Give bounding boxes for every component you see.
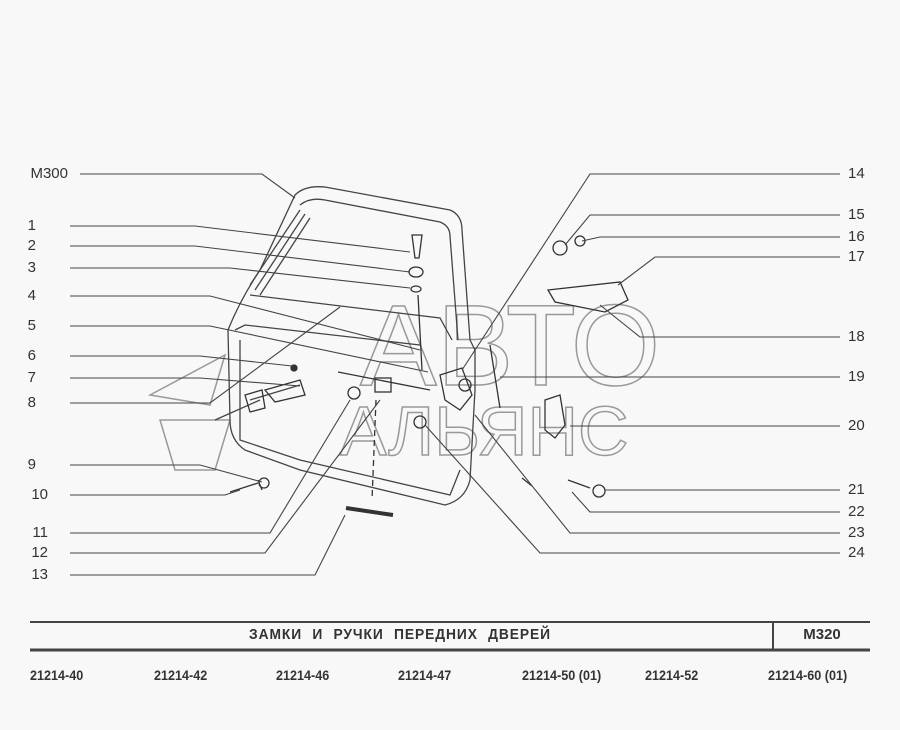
- model-code: 21214-46: [276, 667, 330, 683]
- callout-14: 14: [848, 165, 865, 182]
- diagram-title: ЗАМКИ И РУЧКИ ПЕРЕДНИХ ДВЕРЕЙ: [249, 626, 551, 643]
- parts: [229, 234, 629, 517]
- model-code: 21214-52: [645, 667, 699, 683]
- callout-15: 15: [848, 206, 865, 223]
- callout-11: 11: [32, 524, 48, 541]
- door-panel: [214, 186, 476, 506]
- callout-19: 19: [848, 368, 865, 385]
- callout-9: 9: [27, 456, 36, 473]
- callout-17: 17: [848, 248, 865, 265]
- diagram-code: M320: [803, 626, 841, 643]
- model-code: 21214-42: [154, 667, 208, 683]
- callout-3: 3: [27, 259, 36, 276]
- callout-m300: M300: [30, 165, 68, 182]
- model-code: 21214-50 (01): [522, 667, 602, 683]
- watermark-logo: АВТО АЛЬЯНС: [147, 281, 661, 471]
- callout-12: 12: [31, 544, 48, 561]
- callout-13: 13: [31, 566, 48, 583]
- callout-8: 8: [27, 394, 36, 411]
- model-code: 21214-47: [398, 667, 452, 683]
- callout-23: 23: [848, 524, 865, 541]
- callout-2: 2: [27, 237, 36, 254]
- callout-10: 10: [31, 486, 48, 503]
- svg-text:АВТО: АВТО: [360, 282, 660, 410]
- svg-text:АЛЬЯНС: АЛЬЯНС: [340, 392, 629, 470]
- leader-lines: [70, 173, 840, 576]
- callout-7: 7: [27, 369, 36, 386]
- callout-5: 5: [27, 317, 36, 334]
- model-code: 21214-60 (01): [768, 667, 848, 683]
- callout-6: 6: [27, 347, 36, 364]
- callout-22: 22: [848, 503, 865, 520]
- callout-21: 21: [848, 481, 865, 498]
- callout-20: 20: [848, 417, 865, 434]
- callout-1: 1: [27, 217, 36, 234]
- model-code: 21214-40: [30, 667, 84, 683]
- callout-24: 24: [848, 544, 865, 561]
- callout-4: 4: [27, 287, 36, 304]
- title-block-frame: [30, 621, 870, 652]
- callout-16: 16: [848, 228, 865, 245]
- callout-18: 18: [848, 328, 865, 345]
